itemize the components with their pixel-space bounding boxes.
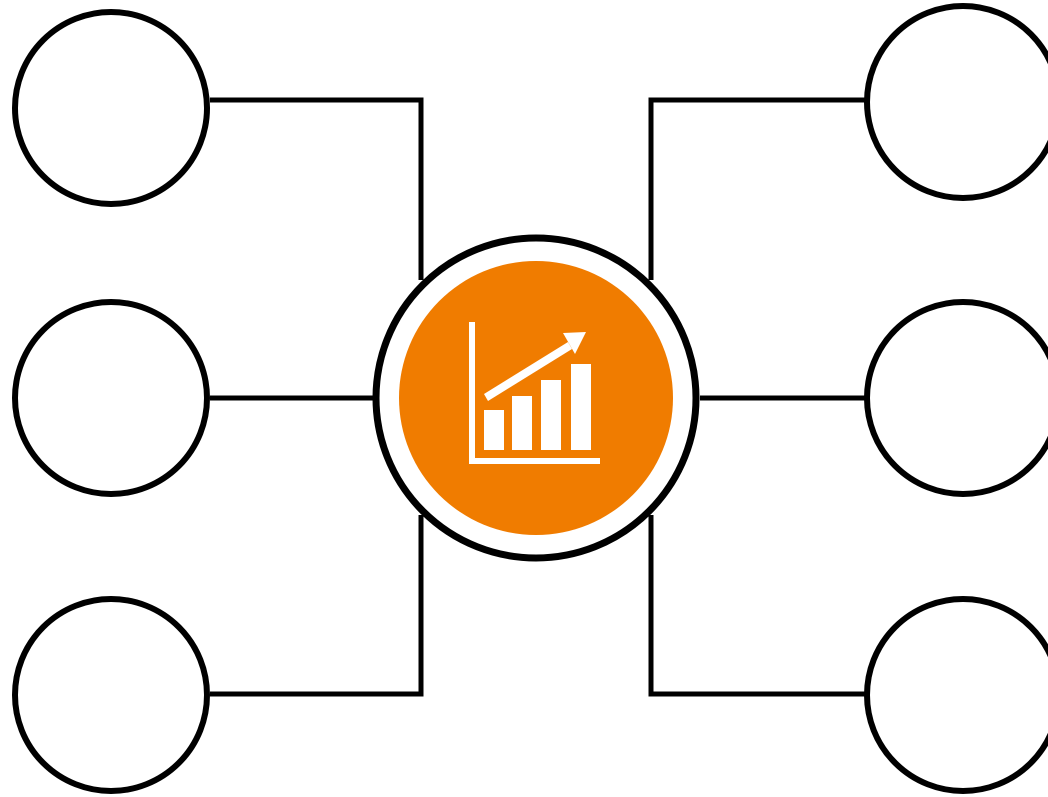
node-right-top bbox=[864, 3, 1048, 201]
node-left-top bbox=[12, 9, 210, 207]
node-right-bottom bbox=[864, 596, 1048, 794]
connector-left-bottom bbox=[210, 515, 424, 697]
node-left-bottom bbox=[12, 596, 210, 794]
connector-right-bottom bbox=[648, 515, 867, 697]
connector-left-top bbox=[210, 97, 424, 280]
node-right-middle bbox=[864, 299, 1048, 497]
bar-chart-growth-icon bbox=[469, 322, 600, 464]
hub-fill bbox=[399, 261, 673, 535]
connector-right-top bbox=[648, 97, 867, 280]
right-connectors bbox=[648, 97, 867, 697]
node-left-middle bbox=[12, 299, 210, 497]
hub bbox=[372, 234, 700, 562]
left-connectors bbox=[210, 97, 424, 697]
